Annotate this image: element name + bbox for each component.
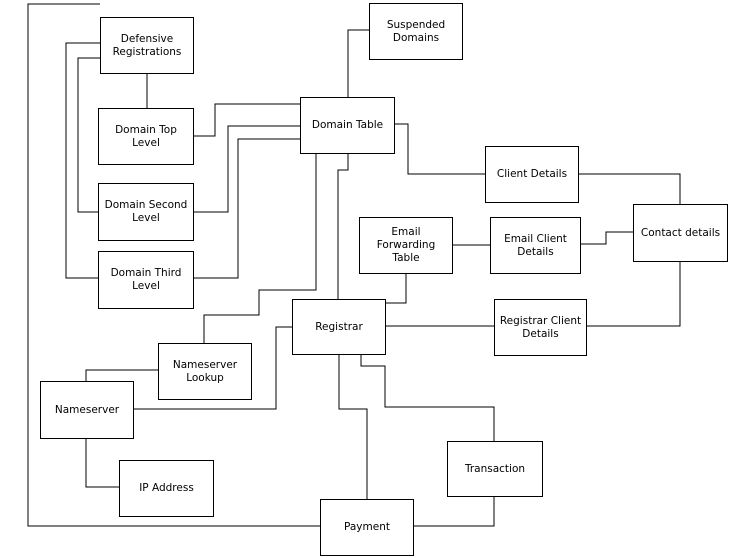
node-ip-address: IP Address (119, 460, 214, 517)
node-nameserver-lookup: Nameserver Lookup (158, 343, 252, 400)
node-label: Registrar Client Details (499, 314, 582, 340)
connector-table-client (395, 123, 485, 175)
connector-nameserver-lookup (85, 369, 158, 381)
connector-defensive-payment (27, 3, 320, 527)
node-label: Nameserver Lookup (172, 358, 238, 384)
node-nameserver: Nameserver (40, 381, 134, 439)
node-label: Transaction (464, 462, 526, 475)
node-suspended-domains: Suspended Domains (369, 3, 463, 60)
node-label: Nameserver (54, 403, 120, 416)
connector-third-table (194, 138, 300, 279)
connector-top-table (194, 103, 300, 137)
node-label: Domain Second Level (104, 199, 188, 224)
node-email-forwarding-table: Email Forwarding Table (359, 217, 453, 274)
node-email-client-details: Email Client Details (490, 217, 581, 274)
node-registrar-client-details: Registrar Client Details (494, 299, 587, 356)
node-payment: Payment (320, 499, 414, 556)
connector-nameserver-ip (85, 438, 119, 488)
connector-defensive-second (77, 57, 100, 213)
connector-transaction-payment (413, 496, 495, 527)
connector-regclient-contact (587, 261, 681, 327)
node-domain-second-level: Domain Second Level (98, 183, 194, 241)
node-label: Domain Table (311, 119, 384, 131)
node-label: Defensive Registrations (112, 32, 182, 58)
node-label: IP Address (139, 482, 194, 494)
node-label: Client Details (496, 168, 568, 180)
connector-registrar-transaction (360, 354, 495, 441)
connector-registrar-payment (338, 354, 368, 499)
node-defensive-registrations: Defensive Registrations (100, 17, 194, 74)
node-transaction: Transaction (447, 441, 543, 497)
connector-forwarding-registrar (386, 273, 407, 304)
connector-defensive-third (65, 42, 100, 279)
connector-client-contact (579, 173, 681, 205)
node-label: Registrar (315, 320, 363, 333)
connector-table-lookup (203, 153, 317, 343)
connector-suspended-table (347, 29, 369, 97)
connector-emailclient-contact (581, 231, 633, 245)
node-client-details: Client Details (485, 146, 579, 203)
node-label: Email Forwarding Table (376, 226, 436, 264)
node-label: Domain Top Level (115, 123, 177, 149)
node-domain-top-level: Domain Top Level (98, 108, 194, 165)
node-label: Domain Third Level (110, 267, 182, 292)
node-domain-third-level: Domain Third Level (98, 251, 194, 309)
node-label: Contact details (640, 226, 721, 239)
node-registrar: Registrar (292, 299, 386, 355)
node-contact-details: Contact details (633, 204, 728, 262)
node-label: Email Client Details (504, 232, 567, 258)
node-label: Payment (344, 521, 390, 533)
connector-registrar-nameserver (133, 326, 292, 410)
connector-second-table (194, 125, 300, 213)
node-label: Suspended Domains (386, 18, 446, 44)
node-domain-table: Domain Table (300, 97, 395, 154)
connector-table-registrar (337, 153, 349, 299)
